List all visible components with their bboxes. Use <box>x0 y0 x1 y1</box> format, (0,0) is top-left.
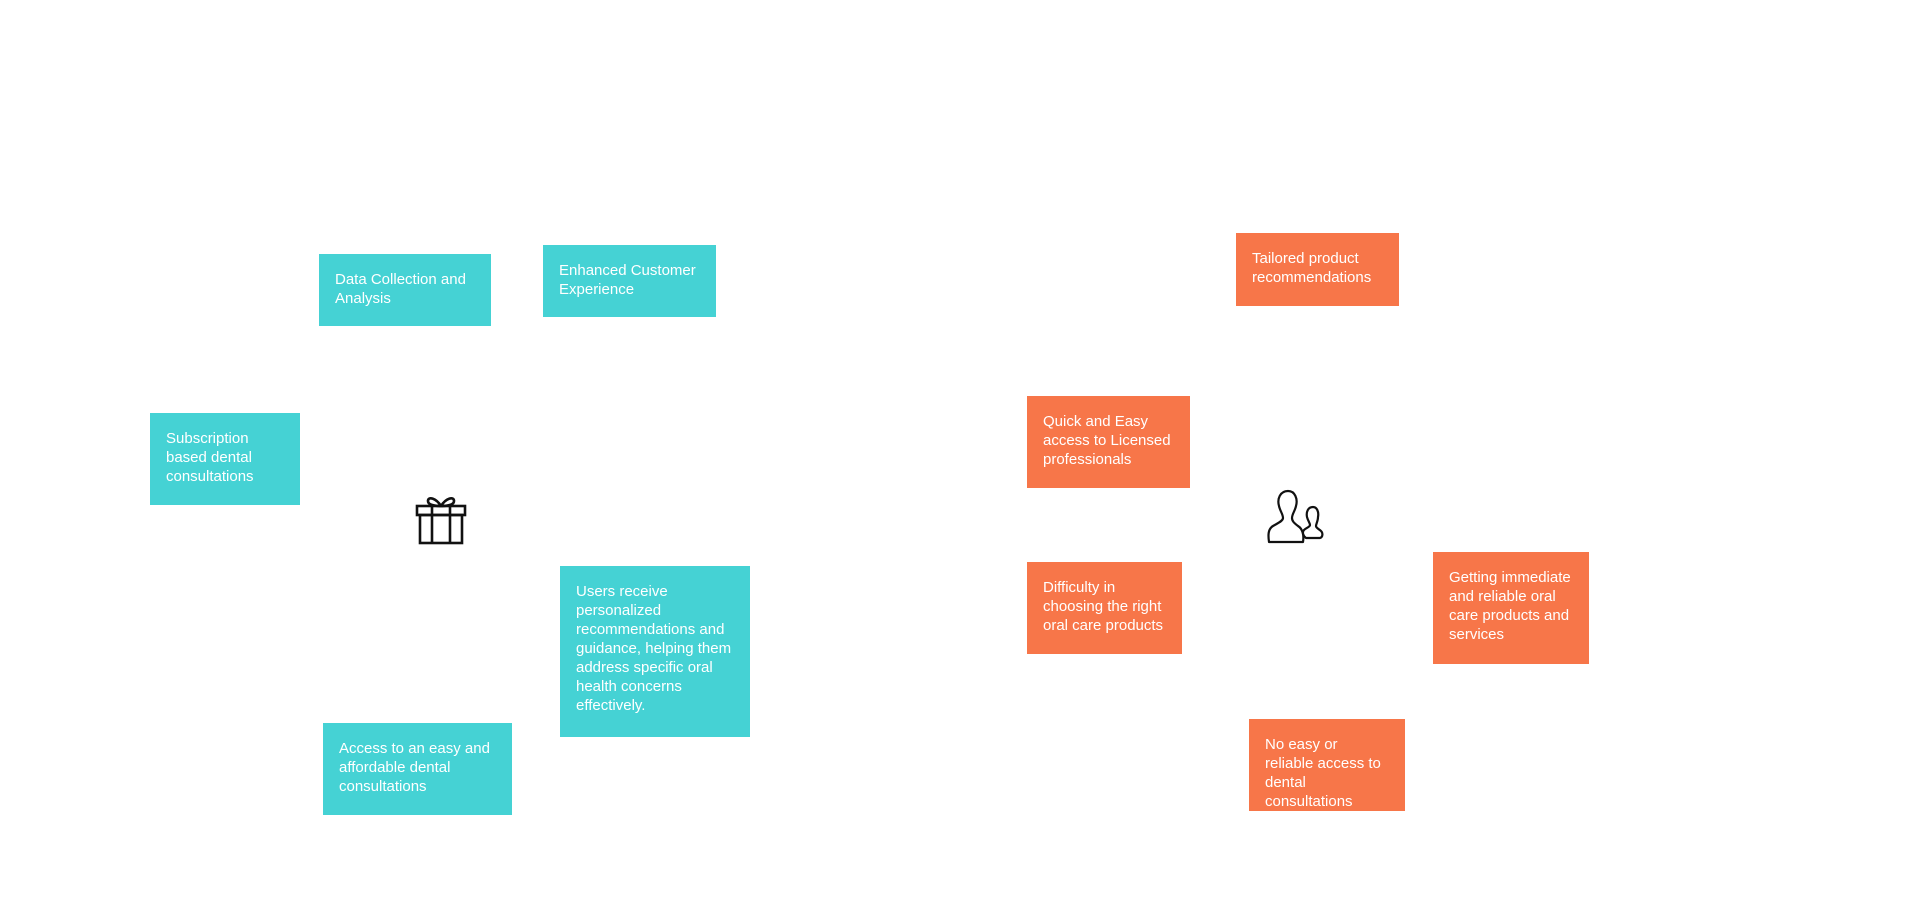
sticky-note-data-collection[interactable]: Data Collection and Analysis <box>319 254 491 326</box>
sticky-note-enhanced-experience[interactable]: Enhanced Customer Experience <box>543 245 716 317</box>
sticky-note-no-access[interactable]: No easy or reliable access to dental con… <box>1249 719 1405 811</box>
note-text: Quick and Easy access to Licensed profes… <box>1043 413 1171 468</box>
note-text: Data Collection and Analysis <box>335 271 466 307</box>
gift-icon <box>415 496 467 545</box>
note-text: Enhanced Customer Experience <box>559 262 696 298</box>
note-text: No easy or reliable access to dental con… <box>1265 736 1381 810</box>
sticky-note-difficulty-choosing[interactable]: Difficulty in choosing the right oral ca… <box>1027 562 1182 654</box>
sticky-note-affordable-access[interactable]: Access to an easy and affordable dental … <box>323 723 512 815</box>
sticky-note-tailored-recommendations[interactable]: Tailored product recommendations <box>1236 233 1399 306</box>
sticky-note-personalized-recommendations[interactable]: Users receive personalized recommendatio… <box>560 566 750 737</box>
note-text: Subscription based dental consultations <box>166 430 254 485</box>
sticky-note-immediate-products[interactable]: Getting immediate and reliable oral care… <box>1433 552 1589 664</box>
people-icon <box>1267 489 1324 544</box>
note-text: Tailored product recommendations <box>1252 250 1372 286</box>
note-text: Access to an easy and affordable dental … <box>339 740 490 795</box>
sticky-note-quick-access[interactable]: Quick and Easy access to Licensed profes… <box>1027 396 1190 488</box>
note-text: Difficulty in choosing the right oral ca… <box>1043 579 1164 634</box>
sticky-note-subscription[interactable]: Subscription based dental consultations <box>150 413 300 505</box>
note-text: Users receive personalized recommendatio… <box>576 583 732 714</box>
note-text: Getting immediate and reliable oral care… <box>1449 569 1571 643</box>
